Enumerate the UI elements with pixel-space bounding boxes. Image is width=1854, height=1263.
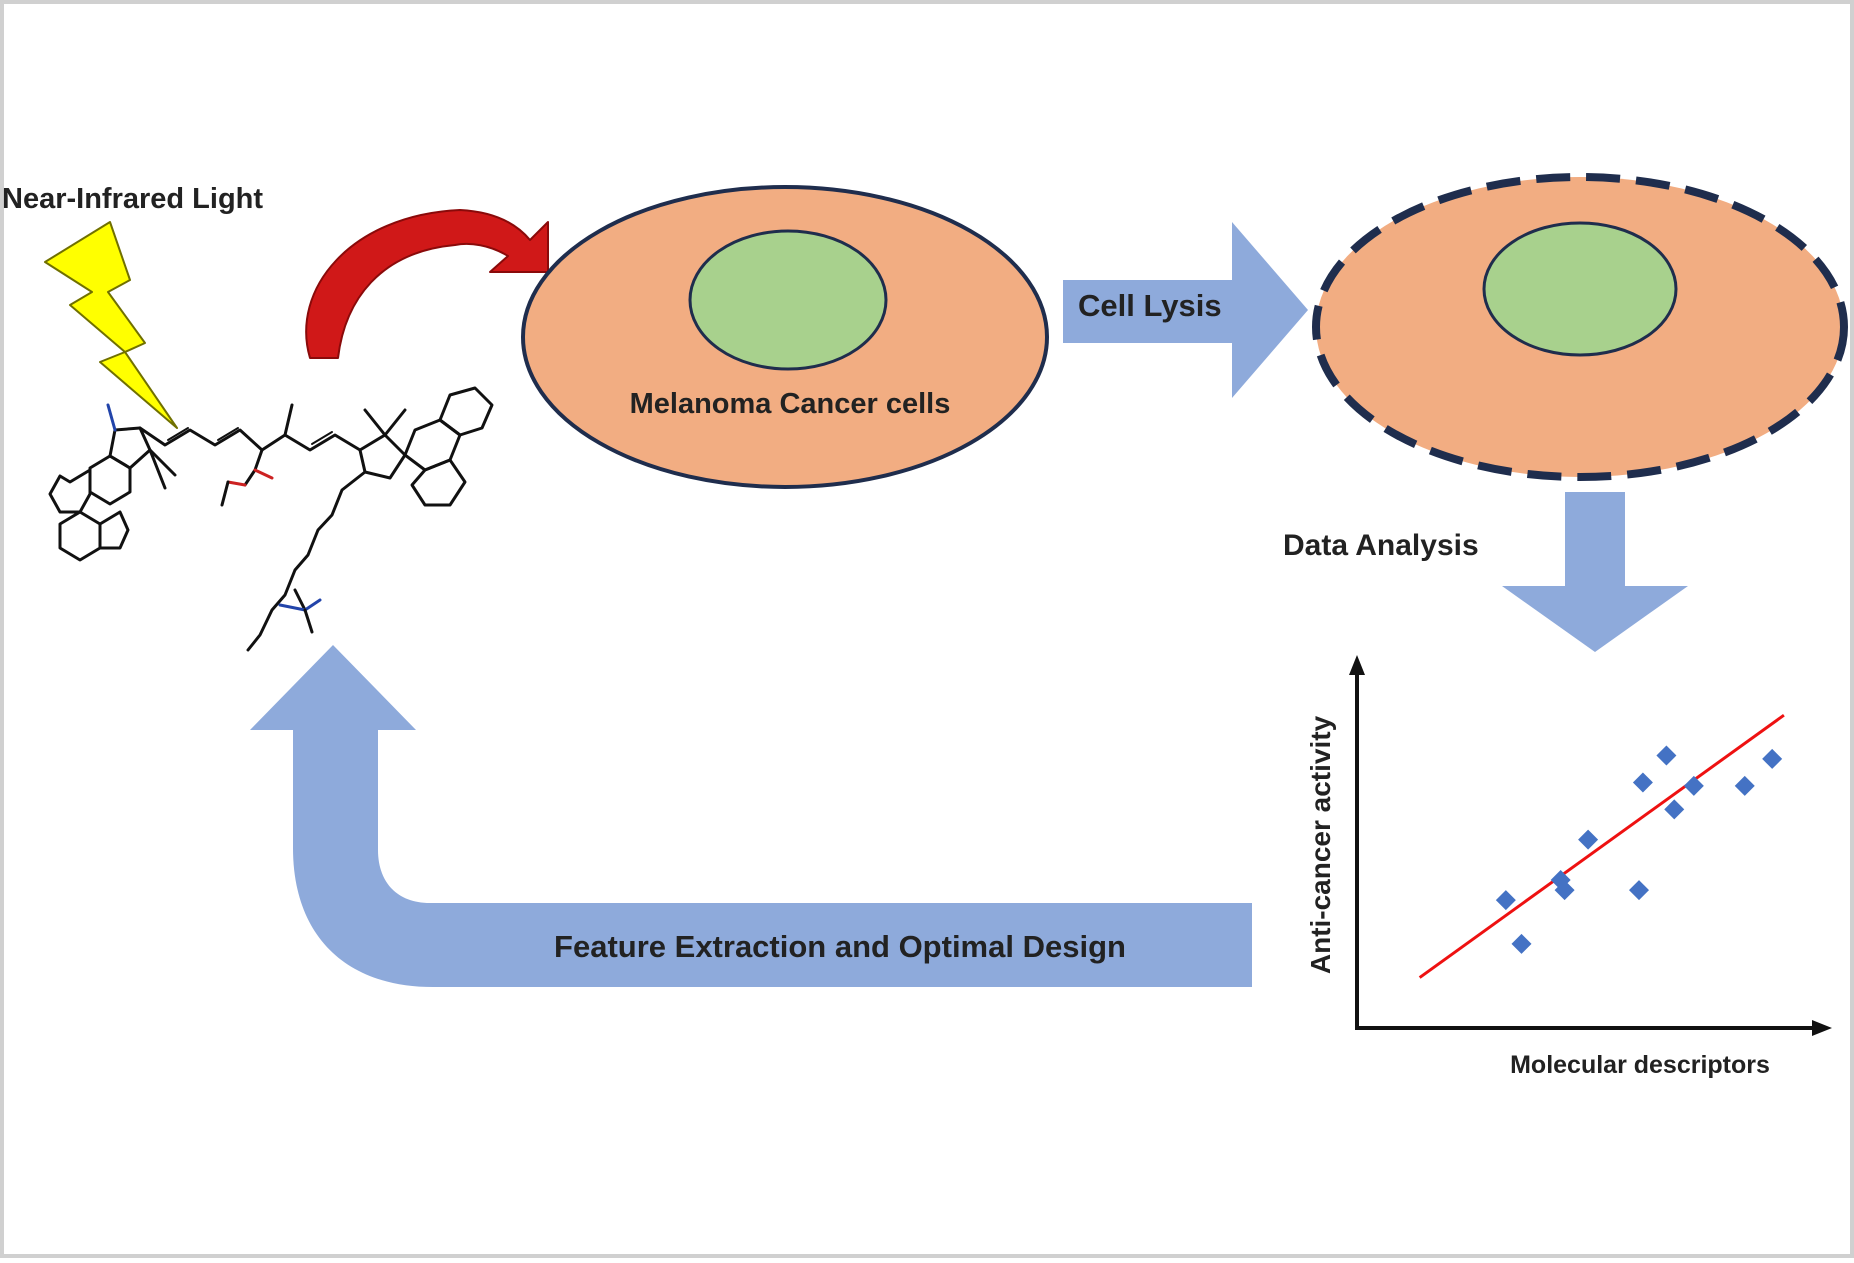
activity-scatter-chart: Anti-cancer activity Molecular descripto… xyxy=(1305,655,1832,1079)
data-point-6 xyxy=(1629,880,1649,901)
data-point-12 xyxy=(1762,748,1783,769)
data-point-10 xyxy=(1683,775,1704,796)
data-analysis-arrow xyxy=(1502,492,1688,652)
lysed-nucleus xyxy=(1482,221,1678,357)
near-infrared-label: Near-Infrared Light xyxy=(2,183,263,215)
lysed-cell xyxy=(1312,173,1848,481)
data-point-8 xyxy=(1656,745,1677,766)
cyanine-dye-molecule xyxy=(48,386,494,652)
data-point-4 xyxy=(1554,880,1575,901)
x-axis-arrowhead xyxy=(1812,1020,1832,1036)
data-point-1 xyxy=(1495,890,1516,911)
lightning-bolt-icon xyxy=(44,221,178,429)
cell-lysis-arrow xyxy=(1063,222,1308,398)
melanoma-cell xyxy=(521,185,1049,489)
data-analysis-label: Data Analysis xyxy=(1283,529,1479,562)
cell-lysis-label: Cell Lysis xyxy=(1078,288,1222,323)
nucleus xyxy=(688,229,888,371)
regression-line xyxy=(1418,713,1785,979)
data-point-5 xyxy=(1578,829,1599,850)
x-axis-label: Molecular descriptors xyxy=(1510,1051,1770,1079)
data-point-11 xyxy=(1734,775,1755,796)
melanoma-label: Melanoma Cancer cells xyxy=(630,388,951,420)
feature-extraction-label: Feature Extraction and Optimal Design xyxy=(554,929,1126,964)
data-point-2 xyxy=(1511,933,1532,954)
feature-extraction-arrow xyxy=(250,645,1252,987)
amine-group xyxy=(278,588,322,634)
y-axis-label: Anti-cancer activity xyxy=(1305,715,1336,974)
data-point-9 xyxy=(1664,799,1685,820)
y-axis-arrowhead xyxy=(1349,655,1365,675)
data-point-7 xyxy=(1632,772,1653,793)
curved-red-arrow xyxy=(305,209,549,359)
